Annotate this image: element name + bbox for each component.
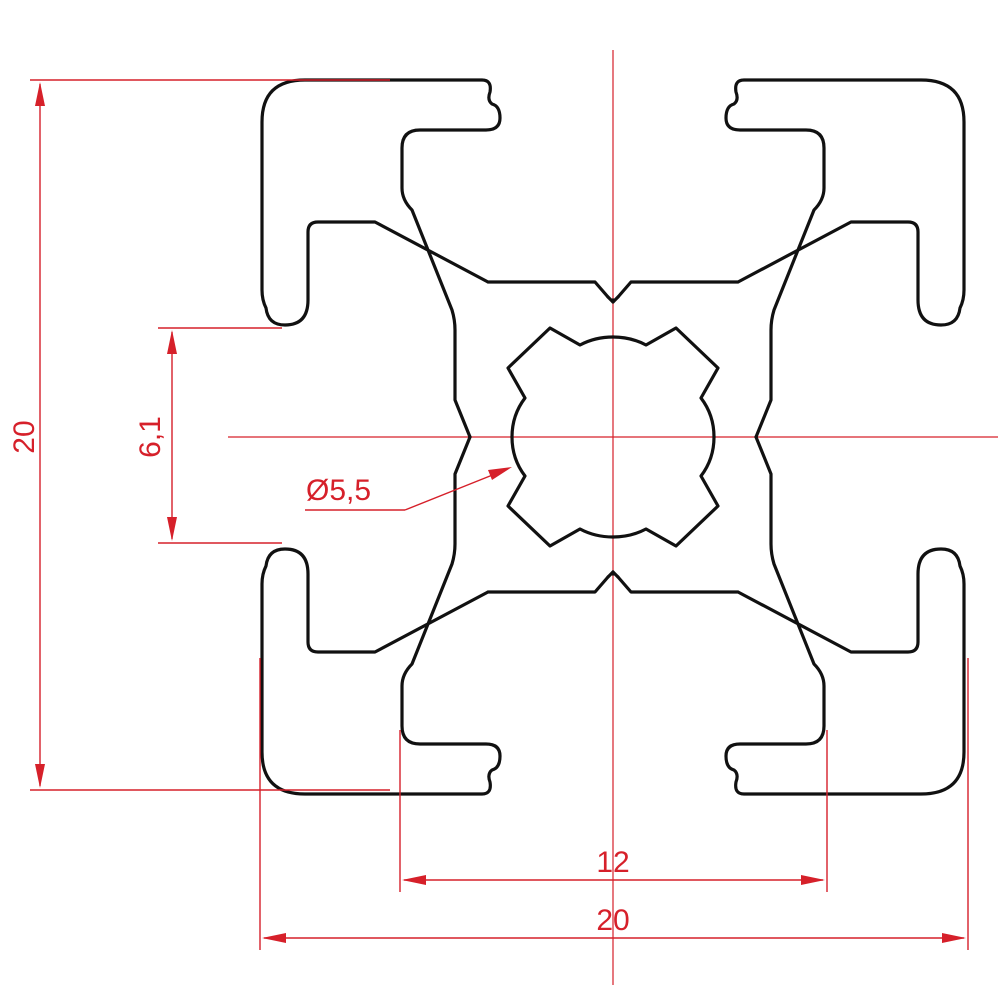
center-bore-lobe-top-left bbox=[506, 326, 615, 439]
profile-corner-top-left bbox=[260, 78, 615, 439]
center-bore-lobe-bottom-left bbox=[506, 435, 615, 548]
dimension-overall-width: 20 bbox=[259, 658, 969, 950]
dimension-center-bore: Ø5,5 bbox=[305, 467, 512, 511]
dimension-overall-height: 20 bbox=[8, 79, 390, 791]
center-bore-lobe-bottom-right bbox=[611, 435, 720, 548]
profile-corner-bottom-right bbox=[611, 435, 966, 796]
overall-width-label: 20 bbox=[596, 904, 629, 937]
arrowhead-slot-bottom bbox=[167, 517, 177, 541]
profile-corner-top-right bbox=[611, 78, 966, 439]
slot-width-label: 12 bbox=[596, 846, 629, 879]
leader-line bbox=[404, 469, 506, 511]
slot-opening-label: 6,1 bbox=[134, 416, 167, 458]
center-bore-label: Ø5,5 bbox=[306, 474, 371, 507]
arrowhead-left bbox=[262, 933, 286, 943]
arrowhead-right bbox=[942, 933, 966, 943]
arrowhead-slot-left bbox=[402, 875, 426, 885]
arrowhead-top bbox=[35, 82, 45, 106]
overall-height-label: 20 bbox=[8, 420, 41, 453]
dimension-slot-width: 12 bbox=[399, 730, 828, 892]
center-bore bbox=[506, 326, 720, 548]
center-bore-lobe-top-right bbox=[611, 326, 720, 439]
arrowhead-slot-right bbox=[801, 875, 825, 885]
arrowhead-slot-top bbox=[167, 330, 177, 354]
arrowhead-leader bbox=[488, 467, 512, 480]
profile-outline bbox=[260, 78, 966, 796]
arrowhead-bottom bbox=[35, 764, 45, 788]
dimension-slot-opening: 6,1 bbox=[134, 327, 282, 544]
center-lines bbox=[228, 50, 998, 985]
